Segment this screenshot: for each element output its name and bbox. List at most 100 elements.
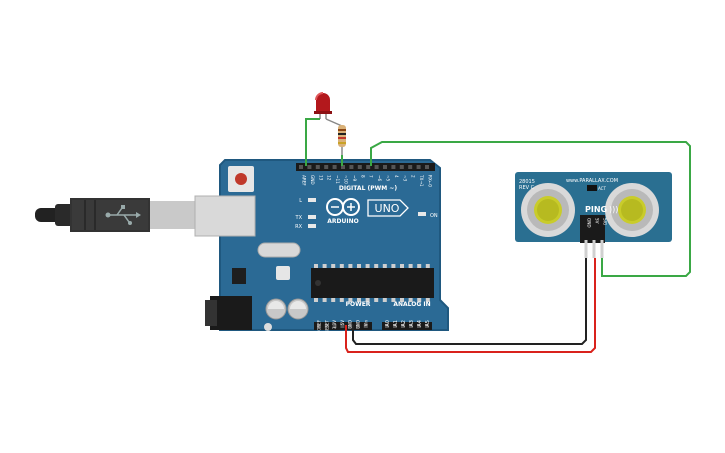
chip-pin — [417, 264, 422, 268]
wire-5v[interactable] — [345, 258, 596, 353]
analog-pin-label: A4 — [417, 320, 423, 327]
chip-pin — [417, 298, 422, 302]
wires — [305, 118, 691, 353]
digital-pin-hole[interactable] — [408, 165, 413, 169]
chip-pin — [357, 298, 361, 302]
wire-led-to-gnd[interactable] — [305, 118, 320, 166]
chip-pin — [314, 264, 318, 268]
analog-header[interactable] — [382, 322, 432, 330]
digital-pin-hole[interactable] — [425, 165, 429, 169]
sensor-pin[interactable] — [584, 240, 588, 258]
digital-pin-holes — [299, 165, 429, 169]
power-pin-hole[interactable] — [348, 324, 353, 328]
chip-pin — [374, 298, 379, 302]
digital-pin-label: 12 — [327, 175, 332, 181]
arduino-logo-icon — [326, 198, 360, 216]
analog-pin-hole[interactable] — [385, 324, 389, 328]
digital-pin-label: ~11 — [335, 175, 340, 184]
power-pin-label: 3.3V — [332, 320, 337, 329]
sensor-revision: REV C — [519, 185, 535, 191]
power-pin-holes — [317, 324, 368, 328]
digital-pin-hole[interactable] — [324, 165, 329, 169]
resistor[interactable] — [325, 118, 346, 155]
power-pin-hole[interactable] — [317, 324, 321, 328]
onboard-leds: L TX RX ON — [295, 198, 438, 230]
uno-badge — [367, 199, 409, 217]
digital-header[interactable] — [296, 163, 435, 171]
uno-model-text: UNO — [375, 202, 400, 215]
sensor-pin-label: GND — [587, 218, 592, 228]
analog-pin-hole[interactable] — [393, 324, 397, 328]
red-led[interactable] — [314, 92, 332, 119]
chip-pin — [322, 298, 327, 302]
digital-pin-hole[interactable] — [366, 165, 371, 169]
chip-pin — [348, 264, 353, 268]
chip-pin — [400, 298, 404, 302]
analog-pin-hole[interactable] — [425, 324, 429, 328]
ping-ultrasonic-sensor[interactable]: 28015 REV C www.PARALLAX.COM ACT PING ))… — [515, 172, 672, 258]
sensor-header[interactable] — [580, 215, 605, 243]
analog-header-label: ANALOG IN — [393, 301, 430, 308]
digital-pin-label: ~10 — [344, 175, 349, 184]
wire-signal[interactable] — [370, 141, 691, 277]
voltage-regulator — [276, 266, 290, 280]
digital-header-label: DIGITAL (PWM ~) — [339, 185, 397, 192]
chip-pin — [365, 264, 370, 268]
digital-pin-label: ~6 — [377, 175, 382, 182]
chip-pin — [382, 298, 387, 302]
digital-pin-hole[interactable] — [357, 165, 362, 169]
sensor-name-suffix: ))) — [609, 205, 618, 214]
power-pin-hole[interactable] — [363, 324, 368, 328]
chip-pin — [391, 264, 396, 268]
analog-pin-hole[interactable] — [417, 324, 421, 328]
analog-pin-hole[interactable] — [401, 324, 405, 328]
power-pin-label: 5V — [340, 320, 345, 326]
chip-pin — [408, 264, 413, 268]
analog-pin-label: A0 — [385, 320, 391, 327]
power-pin-hole[interactable] — [340, 324, 345, 328]
sensor-act-label: ACT — [598, 186, 606, 191]
power-pin-label: GND — [348, 320, 353, 329]
on-led-label: ON — [430, 213, 438, 219]
chip-pin — [331, 298, 336, 302]
digital-pin-hole[interactable] — [299, 165, 303, 169]
digital-pin-hole[interactable] — [374, 165, 379, 169]
power-pin-hole[interactable] — [324, 324, 329, 328]
digital-pin-label: ~5 — [386, 175, 391, 182]
chip-pin — [391, 298, 396, 302]
power-pin-label: RESET — [324, 319, 329, 332]
analog-pin-holes — [385, 324, 429, 328]
sensor-pin[interactable] — [592, 240, 596, 258]
power-pin-hole[interactable] — [332, 324, 337, 328]
chip-pin — [357, 264, 361, 268]
power-pin-hole[interactable] — [356, 324, 360, 328]
wire-gnd[interactable] — [352, 258, 587, 345]
power-pin-label: Vin — [363, 320, 368, 327]
digital-pin-hole[interactable] — [315, 165, 320, 169]
chip-pins-top — [314, 264, 430, 268]
digital-pin-hole[interactable] — [391, 165, 396, 169]
digital-pin-hole[interactable] — [399, 165, 404, 169]
chip-pin — [400, 264, 404, 268]
crystal-oscillator — [257, 242, 301, 258]
power-pin-label: GND — [356, 320, 361, 329]
digital-pin-hole[interactable] — [349, 165, 354, 169]
analog-pin-hole[interactable] — [409, 324, 413, 328]
digital-pin-label: ~3 — [402, 175, 407, 182]
sensor-pin-label: 5V — [595, 218, 600, 224]
digital-pin-hole[interactable] — [383, 165, 387, 169]
digital-pin-hole[interactable] — [341, 165, 345, 169]
sensor-pin[interactable] — [600, 240, 604, 258]
digital-pin-hole[interactable] — [332, 165, 337, 169]
digital-pin-hole[interactable] — [416, 165, 421, 169]
chip-pins-bottom — [314, 298, 430, 302]
chip-pin — [339, 264, 344, 268]
digital-pin-hole[interactable] — [307, 165, 312, 169]
analog-pin-label: A2 — [401, 320, 407, 327]
digital-pin-label: GND — [310, 175, 315, 185]
chip-pin — [314, 298, 318, 302]
